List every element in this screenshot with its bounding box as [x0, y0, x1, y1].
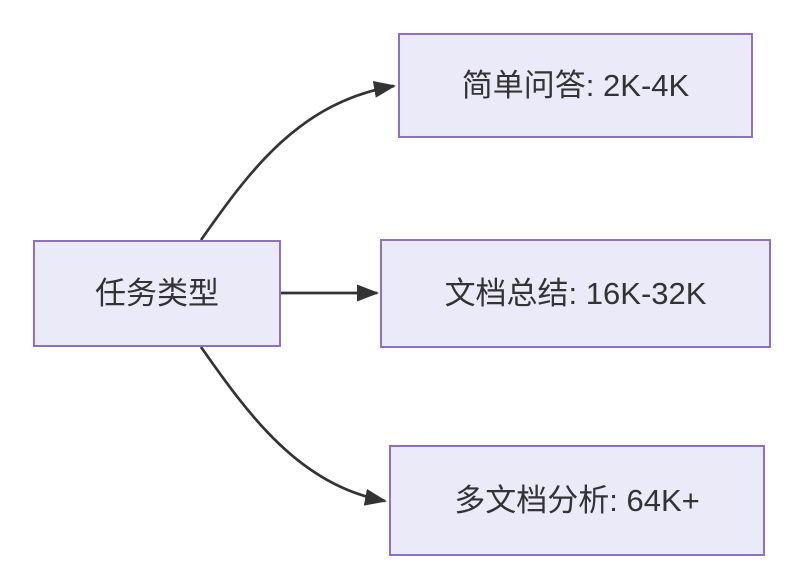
edge-root-to-branch2 [199, 346, 387, 506]
node-multidoc-analysis: 多文档分析: 64K+ [389, 445, 765, 556]
node-task-type-label: 任务类型 [95, 275, 219, 311]
node-task-type: 任务类型 [33, 240, 281, 347]
edge-root-to-branch0 [199, 80, 396, 241]
node-doc-summary: 文档总结: 16K-32K [380, 239, 771, 348]
node-multidoc-analysis-label: 多文档分析: 64K+ [454, 482, 700, 518]
node-simple-qa-label: 简单问答: 2K-4K [461, 67, 690, 103]
node-simple-qa: 简单问答: 2K-4K [398, 33, 753, 138]
node-doc-summary-label: 文档总结: 16K-32K [444, 275, 707, 311]
